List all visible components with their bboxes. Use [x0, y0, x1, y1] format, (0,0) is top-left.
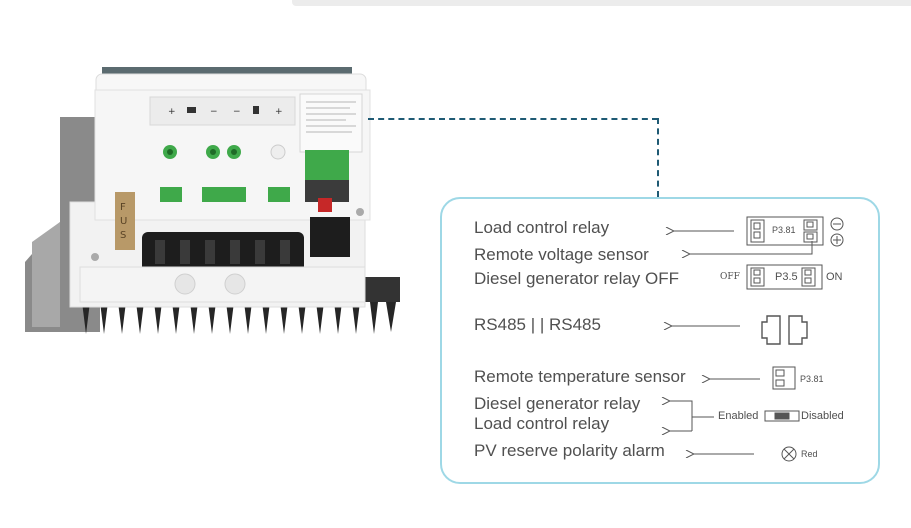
leader-line-horizontal	[368, 118, 658, 120]
label-diesel-generator-relay: Diesel generator relay	[474, 394, 641, 413]
green-terminals	[160, 144, 290, 202]
minus-circle-icon	[830, 217, 844, 231]
connector-p35	[746, 264, 823, 290]
label-load-control-relay-2: Load control relay	[474, 414, 610, 433]
rs485-port-left-icon	[761, 315, 781, 345]
bracket-enabled	[670, 401, 714, 418]
off-label: OFF	[720, 272, 740, 282]
enabled-label: Enabled	[718, 410, 759, 422]
svg-text:−: −	[210, 107, 218, 117]
label-diesel-generator-relay-off: Diesel generator relay OFF	[474, 269, 680, 288]
rs485-port-right-icon	[788, 315, 808, 345]
connector-p381-temp	[772, 366, 796, 390]
p381-temp-label: P3.81	[800, 374, 824, 384]
svg-text:F: F	[120, 202, 126, 213]
label-remote-temperature-sensor: Remote temperature sensor	[474, 367, 686, 386]
dip-switch-icon	[764, 410, 800, 422]
relay-connector-block	[305, 150, 349, 180]
svg-text:U: U	[120, 216, 127, 227]
label-rs485: RS485 | | RS485	[474, 315, 601, 334]
label-load-control-relay: Load control relay	[474, 218, 610, 237]
disabled-label: Disabled	[801, 410, 844, 422]
connector-p381-top	[746, 216, 824, 246]
led-indicator-icon	[781, 446, 797, 462]
red-label: Red	[801, 449, 818, 459]
controller-device-illustration: + − − + F U S	[20, 62, 410, 352]
on-label: ON	[826, 271, 843, 283]
svg-text:S: S	[120, 230, 126, 241]
svg-text:−: −	[233, 107, 241, 117]
label-remote-voltage-sensor: Remote voltage sensor	[474, 245, 649, 264]
callout-graphics	[442, 216, 844, 462]
leader-line-vertical	[657, 118, 659, 197]
plus-circle-icon	[830, 233, 844, 247]
arrow-remote-voltage-sensor	[690, 241, 813, 254]
p381-top-label: P3.81	[772, 225, 796, 235]
fuse	[115, 192, 135, 250]
p35-label: P3.5	[775, 271, 798, 283]
terminal-cover	[142, 232, 304, 272]
label-pv-reserve-polarity-alarm: PV reserve polarity alarm	[474, 441, 665, 460]
svg-text:+: +	[168, 107, 176, 117]
svg-text:+: +	[275, 107, 283, 117]
top-rule	[292, 0, 911, 6]
connector-legend-callout: Load control relay Remote voltage sensor…	[440, 197, 880, 484]
red-led	[318, 198, 332, 212]
